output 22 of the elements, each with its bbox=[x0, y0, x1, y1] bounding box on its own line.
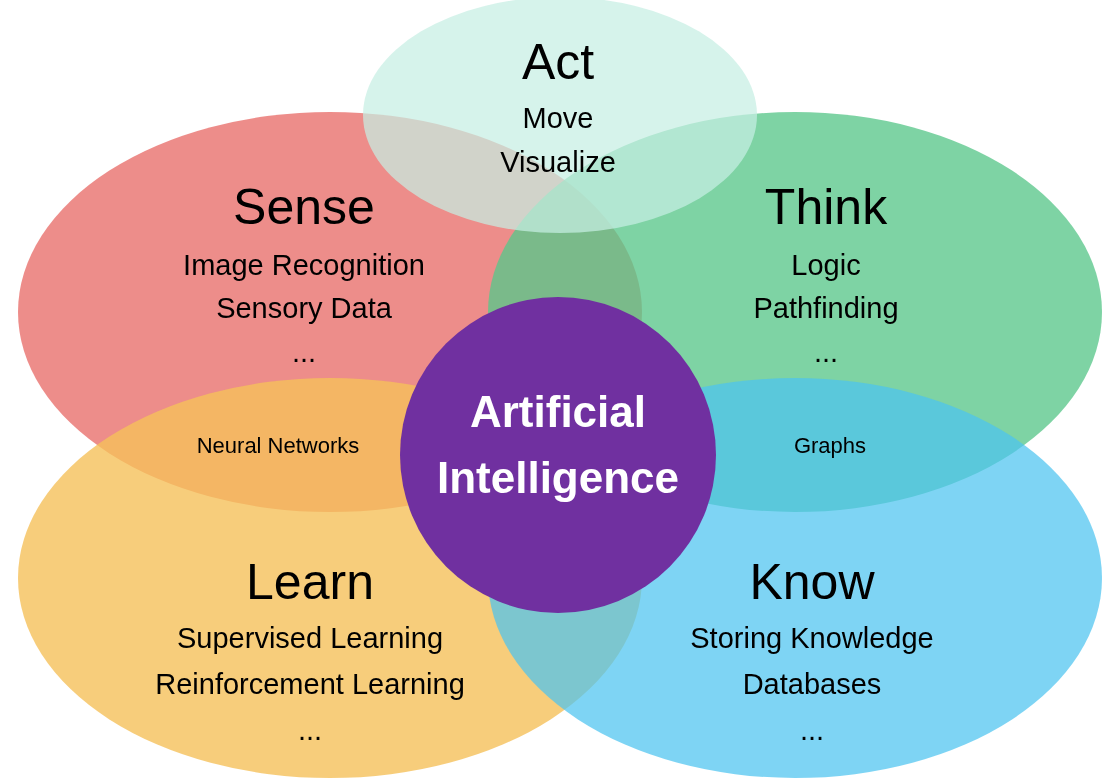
list-item: Reinforcement Learning bbox=[155, 667, 465, 701]
list-item: ... bbox=[297, 713, 323, 747]
list-item: Storing Knowledge bbox=[690, 621, 934, 655]
category-heading: Act bbox=[521, 33, 595, 91]
list-item: ... bbox=[291, 335, 317, 369]
overlap-label: Graphs bbox=[793, 433, 867, 459]
category-heading: Learn bbox=[246, 553, 374, 611]
category-heading: Sense bbox=[233, 178, 375, 236]
list-item: Supervised Learning bbox=[177, 621, 443, 655]
list-item: ... bbox=[813, 335, 839, 369]
category-heading: Think bbox=[764, 178, 888, 236]
list-item: Image Recognition bbox=[183, 248, 425, 282]
list-item: Move bbox=[522, 101, 594, 135]
overlap-label: Neural Networks bbox=[196, 433, 360, 459]
list-item: Visualize bbox=[500, 145, 616, 179]
category-heading: Know bbox=[749, 553, 875, 611]
list-item: ... bbox=[799, 713, 825, 747]
list-item: Pathfinding bbox=[753, 291, 899, 325]
list-item: Sensory Data bbox=[216, 291, 392, 325]
list-item: Logic bbox=[791, 248, 861, 282]
center-title: Artificial Intelligence bbox=[435, 386, 681, 504]
list-item: Databases bbox=[742, 667, 882, 701]
